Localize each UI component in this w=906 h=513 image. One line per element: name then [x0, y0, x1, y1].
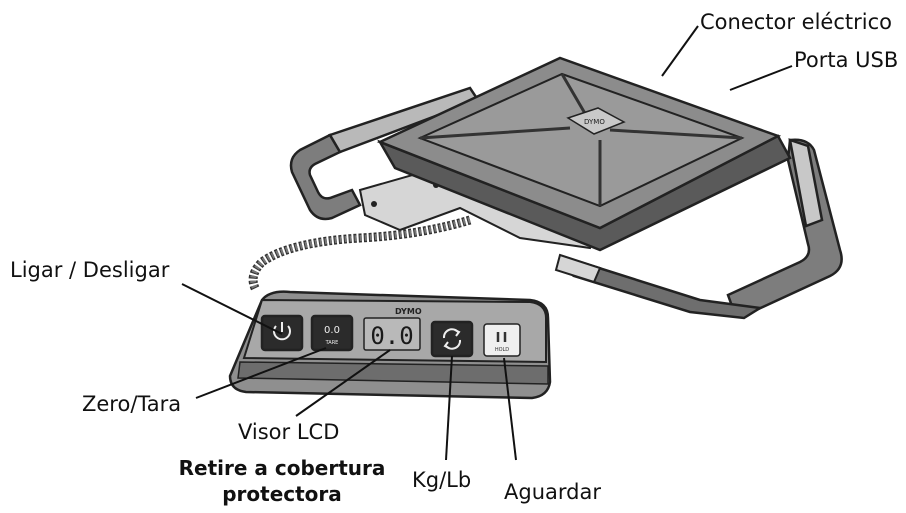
lcd-display — [363, 317, 421, 351]
coiled-cable — [248, 215, 472, 293]
label-lcd-display: Visor LCD — [238, 420, 340, 444]
label-on-off: Ligar / Desligar — [10, 258, 170, 282]
label-power-connector: Conector eléctrico — [700, 10, 892, 34]
leader-on-off — [181, 283, 283, 335]
leader-hold — [503, 357, 517, 461]
zero-tare-button[interactable] — [310, 314, 354, 352]
label-usb-port: Porta USB — [794, 48, 899, 72]
kg-lb-button[interactable] — [430, 320, 474, 358]
weighing-platform: DYMO — [376, 56, 792, 252]
label-remove-cover-line2: protectora — [222, 482, 342, 506]
handle-frame — [289, 86, 843, 320]
panel-brand: DYMO — [395, 307, 422, 316]
platform-brand: DYMO — [584, 118, 605, 126]
hold-button-caption: HOLD — [495, 347, 509, 353]
leader-lines — [181, 25, 793, 461]
label-kg-lb: Kg/Lb — [412, 468, 472, 492]
pause-icon — [496, 332, 507, 342]
lcd-reading: 0.0 — [370, 322, 413, 350]
leader-zero-tare — [195, 347, 327, 399]
leader-kg-lb — [445, 355, 453, 461]
control-panel: DYMO 0.0 TARE 0.0 — [228, 290, 552, 400]
leader-usb-port — [729, 65, 793, 91]
label-hold: Aguardar — [504, 480, 601, 504]
label-remove-cover-line1: Retire a cobertura — [178, 456, 386, 480]
leader-power-connector — [661, 25, 699, 77]
leader-lcd — [295, 349, 391, 417]
tare-button-caption: TARE — [325, 340, 339, 346]
label-zero-tare: Zero/Tara — [82, 392, 182, 416]
swap-arrows-icon — [442, 328, 462, 350]
hold-button[interactable] — [483, 323, 521, 357]
tare-button-reading: 0.0 — [324, 325, 340, 336]
